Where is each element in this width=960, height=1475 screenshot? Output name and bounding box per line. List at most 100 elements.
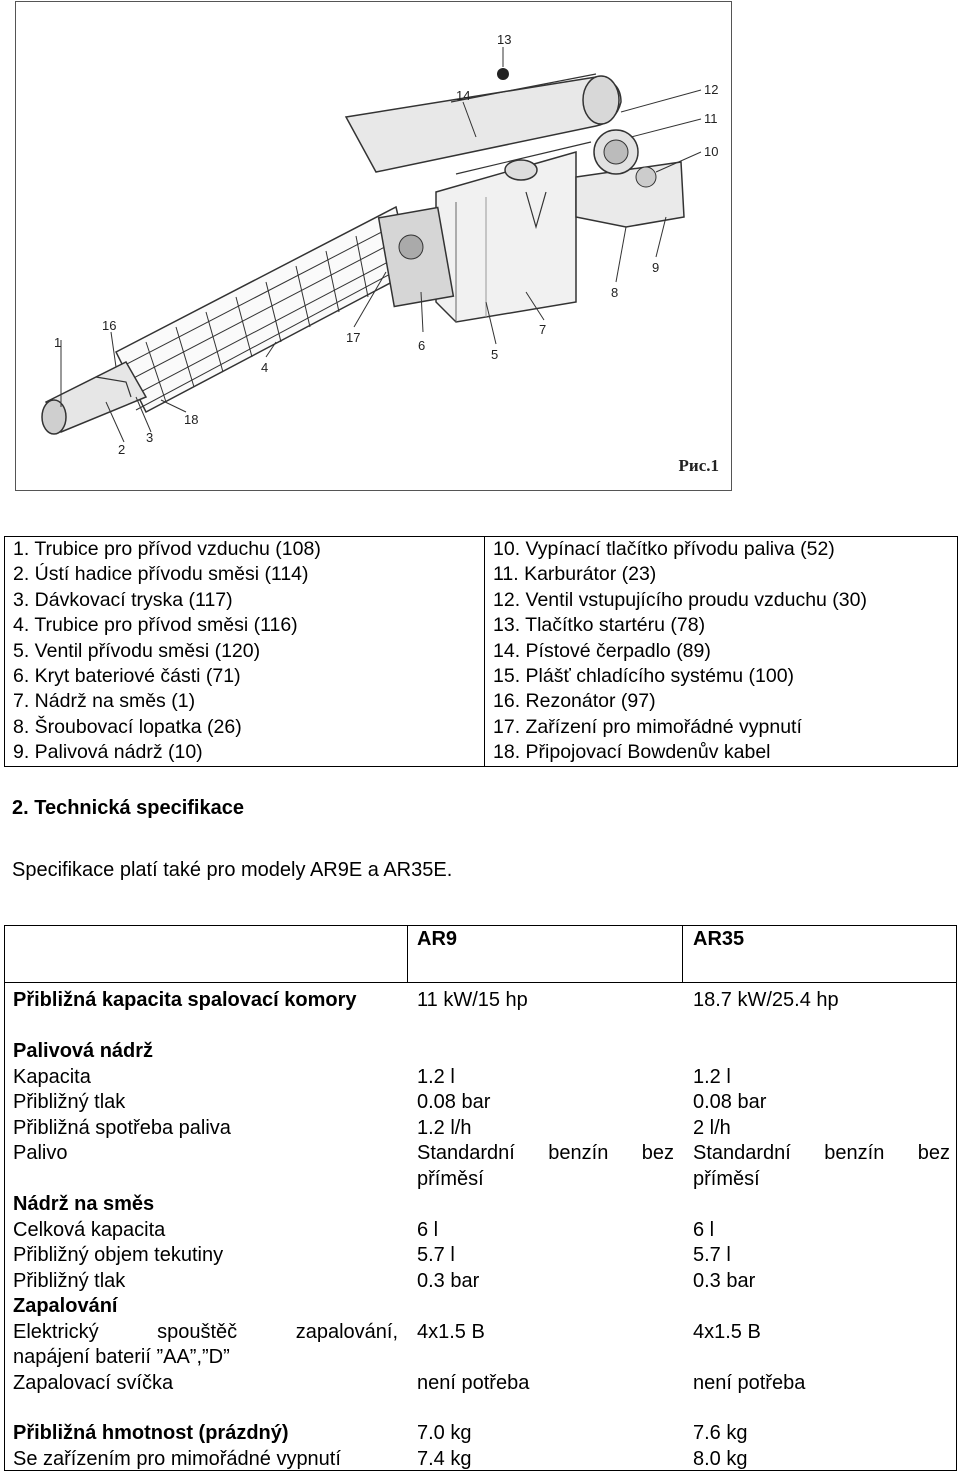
fuel-type-ar9-cont: příměsí: [417, 1167, 484, 1190]
parts-cell-right: 15. Plášť chladícího systému (100): [484, 664, 958, 690]
parts-cell-left: 1. Trubice pro přívod vzduchu (108): [4, 536, 485, 563]
spark-plug-ar35: není potřeba: [693, 1371, 806, 1394]
parts-cell-right: 10. Vypínací tlačítko přívodu paliva (52…: [484, 536, 958, 563]
fuel-tank-pressure-label: Přibližný tlak: [13, 1091, 126, 1113]
mix-tank-pressure-ar35: 0.3 bar: [693, 1269, 756, 1292]
table-row: 4. Trubice pro přívod směsi (116)13. Tla…: [4, 613, 958, 639]
table-row: 1. Trubice pro přívod vzduchu (108)10. V…: [4, 536, 958, 563]
table-row: 8. Šroubovací lopatka (26)17. Zařízení p…: [4, 714, 958, 741]
machine-diagram-figure: 13 14 12 11 10 9 8 7 5 6 17 4 1 16 2 3 1…: [15, 1, 732, 491]
parts-cell-right: 12. Ventil vstupujícího proudu vzduchu (…: [484, 587, 958, 614]
parts-cell-left: 3. Dávkovací tryska (117): [4, 587, 485, 614]
weight-ar35: 7.6 kg 8.0 kg: [693, 1421, 950, 1472]
fuel-consumption-label: Přibližná spotřeba paliva: [13, 1116, 231, 1139]
callout-3: 3: [146, 430, 153, 445]
parts-cell-left: 8. Šroubovací lopatka (26): [4, 714, 485, 741]
callout-18: 18: [184, 412, 198, 427]
table-row: 7. Nádrž na směs (1)16. Rezonátor (97): [4, 689, 958, 715]
parts-cell-right: 14. Pístové čerpadlo (89): [484, 638, 958, 665]
ignition-battery-ar35: 4x1.5 B: [693, 1320, 761, 1343]
callout-10: 10: [704, 144, 718, 159]
mix-tank-volume-ar35: 5.7 l: [693, 1244, 731, 1266]
mix-tank-pressure-ar9: 0.3 bar: [417, 1269, 480, 1292]
callout-17: 17: [346, 330, 360, 345]
mix-tank-volume-ar9: 5.7 l: [417, 1244, 455, 1266]
parts-cell-left: 4. Trubice pro přívod směsi (116): [4, 613, 485, 639]
capacity-label: Přibližná kapacita spalovací komory: [13, 989, 357, 1011]
weight-ar9-emergency: 7.4 kg: [417, 1447, 472, 1470]
fuel-tank-capacity-label: Kapacita: [13, 1065, 91, 1088]
parts-cell-left: 7. Nádrž na směs (1): [4, 689, 485, 715]
header-divider-2: [682, 926, 683, 983]
fuel-type-label: Palivo: [13, 1142, 68, 1164]
callout-7: 7: [539, 322, 546, 337]
ignition-title: Zapalování: [13, 1295, 118, 1317]
capacity-ar35: 18.7 kW/25.4 hp: [693, 989, 839, 1011]
table-row: 9. Palivová nádrž (10)18. Připojovací Bo…: [4, 740, 958, 767]
weight-ar35-empty: 7.6 kg: [693, 1422, 748, 1444]
parts-cell-right: 18. Připojovací Bowdenův kabel: [484, 740, 958, 767]
header-rule: [5, 982, 956, 983]
fuel-tank-pressure-ar9: 0.08 bar: [417, 1091, 491, 1113]
weight-emergency-label: Se zařízením pro mimořádné vypnutí: [13, 1447, 341, 1470]
ignition-battery-label: napájení baterií ”AA”,”D”: [13, 1346, 230, 1368]
mix-tank-capacity-ar35: 6 l: [693, 1218, 715, 1241]
fogger-machine-drawing: 13 14 12 11 10 9 8 7 5 6 17 4 1 16 2 3 1…: [41, 32, 718, 457]
mix-tank-labels: Nádrž na směs Celková kapacita Přibližný…: [13, 1192, 398, 1294]
mix-tank-capacity-label: Celková kapacita: [13, 1218, 166, 1241]
weight-ar9-empty: 7.0 kg: [417, 1422, 472, 1444]
table-row: 5. Ventil přívodu směsi (120)14. Pístové…: [4, 638, 958, 665]
fuel-consumption-ar9: 1.2 l/h: [417, 1116, 472, 1139]
mix-tank-volume-label: Přibližný objem tekutiny: [13, 1244, 224, 1266]
parts-cell-left: 6. Kryt bateriové části (71): [4, 664, 485, 690]
parts-cell-right: 13. Tlačítko startéru (78): [484, 613, 958, 639]
parts-cell-right: 11. Karburátor (23): [484, 562, 958, 588]
weight-ar9: 7.0 kg 7.4 kg: [417, 1421, 674, 1472]
weight-ar35-emergency: 8.0 kg: [693, 1447, 748, 1470]
parts-cell-left: 2. Ústí hadice přívodu směsi (114): [4, 562, 485, 588]
mix-tank-capacity-ar9: 6 l: [417, 1218, 439, 1241]
parts-cell-right: 16. Rezonátor (97): [484, 689, 958, 715]
callout-16: 16: [102, 318, 116, 333]
callout-4: 4: [261, 360, 268, 375]
callout-11: 11: [704, 111, 718, 126]
diagram-callouts: 13 14 12 11 10 9 8 7 5 6 17 4 1 16 2 3 1…: [54, 32, 718, 457]
figure-caption: Рис.1: [678, 456, 719, 475]
parts-cell-left: 5. Ventil přívodu směsi (120): [4, 638, 485, 665]
table-row: 2. Ústí hadice přívodu směsi (114)11. Ka…: [4, 562, 958, 588]
column-header-ar35: AR35: [693, 928, 745, 950]
callout-8: 8: [611, 285, 618, 300]
callout-9: 9: [652, 260, 659, 275]
callout-5: 5: [491, 347, 498, 362]
ignition-ar9: 4x1.5 B není potřeba: [417, 1294, 674, 1396]
spec-table: AR9 AR35 Přibližná kapacita spalovací ko…: [4, 925, 957, 1471]
fuel-type-ar35-cont: příměsí: [693, 1167, 760, 1190]
column-header-ar9: AR9: [417, 928, 458, 950]
callout-13: 13: [497, 32, 511, 47]
fuel-consumption-ar35: 2 l/h: [693, 1116, 731, 1139]
mix-tank-pressure-label: Přibližný tlak: [13, 1269, 126, 1292]
section-heading: 2. Technická specifikace: [12, 797, 244, 819]
header-divider-1: [407, 926, 408, 983]
spark-plug-label: Zapalovací svíčka: [13, 1371, 174, 1394]
callout-1: 1: [54, 335, 61, 350]
ignition-ar35: 4x1.5 B není potřeba: [693, 1294, 950, 1396]
fuel-tank-pressure-ar35: 0.08 bar: [693, 1091, 767, 1113]
callout-12: 12: [704, 82, 718, 97]
mix-tank-ar35: 6 l 5.7 l 0.3 bar: [693, 1192, 950, 1294]
parts-cell-right: 17. Zařízení pro mimořádné vypnutí: [484, 714, 958, 741]
weight-labels: Přibližná hmotnost (prázdný) Se zařízení…: [13, 1421, 398, 1472]
capacity-ar9: 11 kW/15 hp: [417, 989, 528, 1011]
fuel-tank-labels: Palivová nádrž Kapacita Přibližný tlak P…: [13, 1039, 398, 1167]
fuel-tank-capacity-ar9: 1.2 l: [417, 1065, 455, 1088]
callout-6: 6: [418, 338, 425, 353]
table-row: 6. Kryt bateriové části (71)15. Plášť ch…: [4, 664, 958, 690]
mix-tank-ar9: 6 l 5.7 l 0.3 bar: [417, 1192, 674, 1294]
fuel-tank-capacity-ar35: 1.2 l: [693, 1065, 731, 1088]
parts-list-table: 1. Trubice pro přívod vzduchu (108)10. V…: [4, 536, 958, 767]
